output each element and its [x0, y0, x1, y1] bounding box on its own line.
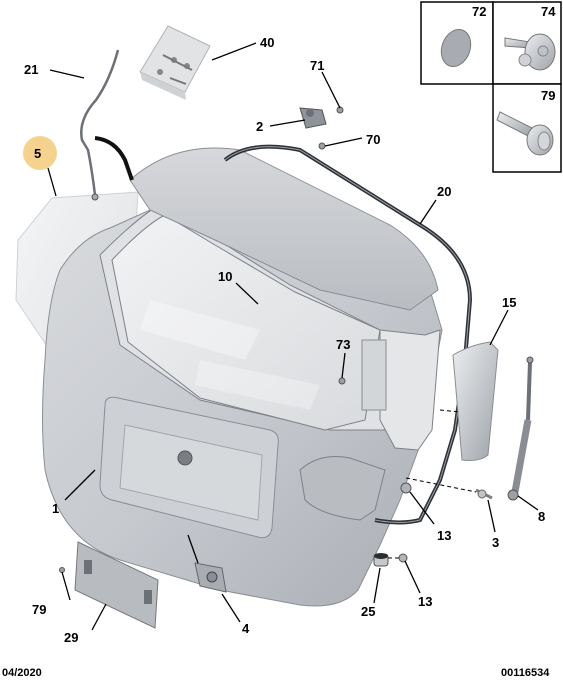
ball-stud-3	[475, 488, 493, 500]
callout-5: 5	[34, 146, 41, 161]
footer-reference: 00116534	[501, 667, 550, 679]
bolt-73	[338, 377, 346, 385]
bump-stop-25	[373, 553, 389, 567]
latch-4	[194, 562, 227, 593]
fixing-kit-40	[139, 25, 211, 100]
stud-79	[496, 111, 554, 156]
callout-29: 29	[64, 630, 78, 645]
callout-4: 4	[242, 621, 250, 636]
callout-25: 25	[361, 604, 375, 619]
callout-8: 8	[538, 509, 545, 524]
leader-lines	[47, 42, 539, 631]
callout-74: 74	[541, 4, 556, 19]
callout-40: 40	[260, 35, 274, 50]
inset-boxes	[420, 1, 562, 173]
nut-13b	[398, 553, 408, 563]
highlight-5	[23, 136, 57, 170]
callout-10: 10	[218, 269, 232, 284]
callout-79-lower: 79	[32, 602, 46, 617]
callout-15: 15	[502, 295, 516, 310]
callout-2: 2	[256, 119, 263, 134]
callout-labels: 72 74 79 40 21 71 2 70 5 20 10 15 73 1 1…	[24, 4, 556, 645]
emblem	[177, 450, 193, 466]
tailgate-inner-frame	[379, 329, 441, 451]
stud-79-lower	[59, 567, 65, 573]
callout-13-lower: 13	[418, 594, 432, 609]
gas-strut-8	[507, 356, 534, 501]
callout-13-upper: 13	[437, 528, 451, 543]
footer-date: 04/2020	[2, 667, 42, 679]
callout-21: 21	[24, 62, 38, 77]
foam-pad-72	[440, 29, 472, 67]
callout-72: 72	[472, 4, 486, 19]
washer-tube-21	[80, 49, 120, 196]
callout-71: 71	[310, 58, 324, 73]
nut-13a	[400, 482, 412, 494]
side-trim-15	[452, 341, 499, 461]
callout-70: 70	[366, 132, 380, 147]
hinge-2	[299, 106, 344, 150]
callout-1: 1	[52, 501, 59, 516]
callout-79-inset: 79	[541, 88, 555, 103]
clip-74	[504, 33, 556, 71]
callout-73: 73	[336, 337, 350, 352]
cable-sleeve	[94, 136, 134, 181]
callout-20: 20	[437, 184, 451, 199]
lamp-recess	[299, 456, 386, 521]
roof-spoiler	[129, 147, 439, 311]
callout-3: 3	[492, 535, 499, 550]
